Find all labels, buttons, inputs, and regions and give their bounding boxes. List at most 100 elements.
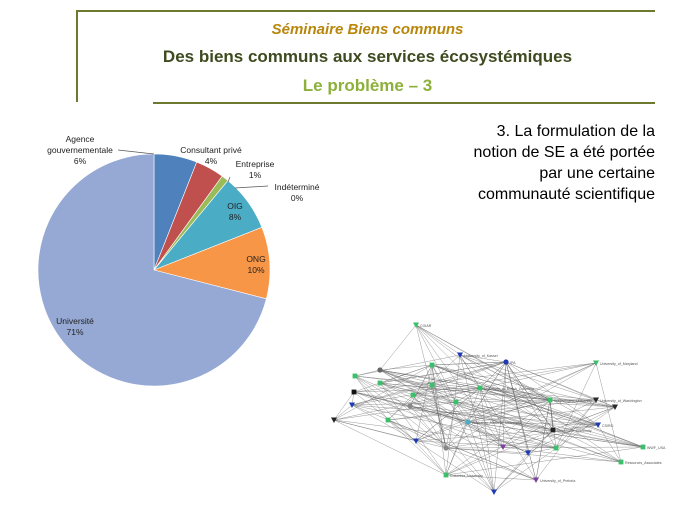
network-edge [353,362,597,393]
pie-label-4-1: 8% [229,212,242,222]
network-edge [379,364,433,371]
network-edge [505,361,599,426]
seminar-subtitle: Séminaire Biens communs [271,21,464,38]
network-edge [354,354,461,377]
pie-label-1-0: Consultant privé [180,145,242,155]
network-edge [431,364,599,426]
network-edge [415,429,554,442]
problem-heading: Le problème – 3 [302,76,433,95]
network-node [640,444,646,450]
network-edge [387,419,417,442]
network-node [457,352,463,358]
network-node-label: University_of_British_Columbia [484,387,534,391]
network-edge [459,354,551,401]
network-edge [351,404,417,442]
network-edge [502,361,507,448]
network-edge [353,364,433,393]
network-edge [412,387,481,396]
header-left-rule [76,10,78,102]
network-edge [379,361,507,384]
network-edge [353,387,481,393]
network-node [385,417,391,423]
network-node [413,438,419,444]
network-edge [351,362,597,406]
network-node-label: University_of_Maryland [600,362,638,366]
network-node-label: IPA [510,361,516,365]
header-bottom-rule [153,102,655,104]
network-edge [535,399,551,481]
network-edge [479,387,616,408]
pie-label-0-2: 6% [74,156,87,166]
network-edge [431,361,507,366]
network-edge [409,405,469,423]
network-edge [595,362,622,463]
pie-leader-2 [227,176,231,183]
network-node-label: University_of_Kassel [464,354,498,358]
network-node [453,399,459,405]
network-edge [354,375,447,476]
network-edge [467,406,616,423]
network-node [533,477,539,483]
network-edge [445,447,529,454]
network-node-label: Wageningen_University [554,399,592,403]
network-edge [412,394,447,449]
network-node [429,382,435,388]
network-edge [351,384,433,406]
network-node-label: Columbia_University [450,474,483,478]
network-edge [445,447,622,463]
slide-title: Des biens communs aux services écosystém… [162,47,573,66]
network-edge [387,394,414,421]
network-node [547,397,553,403]
network-edge [353,391,417,442]
network-edge [415,440,495,493]
network-edge [379,369,599,426]
network-edge [467,421,644,448]
network-edge [479,361,507,389]
network-edge [409,405,644,448]
pie-label-5-1: 10% [247,265,264,275]
network-edge [493,361,507,493]
network-edge [409,405,554,431]
network-edge [379,382,414,396]
pie-leader-3 [234,185,269,189]
network-node [500,444,506,450]
network-edge [467,421,599,426]
network-edge [502,446,622,463]
network-edge [333,364,433,421]
network-node [377,367,383,373]
network-node [612,404,618,410]
pie-label-0-1: gouvernementale [47,145,113,155]
network-edge [479,387,644,448]
pie-label-3-0: Indéterminé [275,182,320,192]
network-edge [353,391,554,431]
point-text: 3. La formulation de la notion de SE a é… [473,123,655,203]
network-edge [379,369,481,389]
network-edge [552,429,644,448]
network-edge [379,382,447,476]
network-edge [527,429,554,454]
network-node [553,445,559,451]
network-edge [333,419,447,449]
network-edge [445,399,597,476]
pie-label-1-1: 4% [205,156,218,166]
network-node [593,360,599,366]
network-node [429,362,435,368]
network-edge [445,399,551,476]
network-edge [387,399,597,421]
network-node [410,392,416,398]
network-edge [409,405,622,463]
network-node [349,402,355,408]
network-edge [455,401,599,426]
network-edge [415,324,481,389]
network-edge [354,375,447,449]
network-edge [467,361,507,423]
network-edge [549,399,554,431]
network-edge [502,424,599,448]
network-edge [455,401,644,448]
network-node-label: University_of_Washington [600,399,642,403]
network-node [352,373,358,379]
network-node [443,445,449,451]
network-edge [493,452,529,493]
network-node [407,403,413,409]
network-node [413,322,419,328]
